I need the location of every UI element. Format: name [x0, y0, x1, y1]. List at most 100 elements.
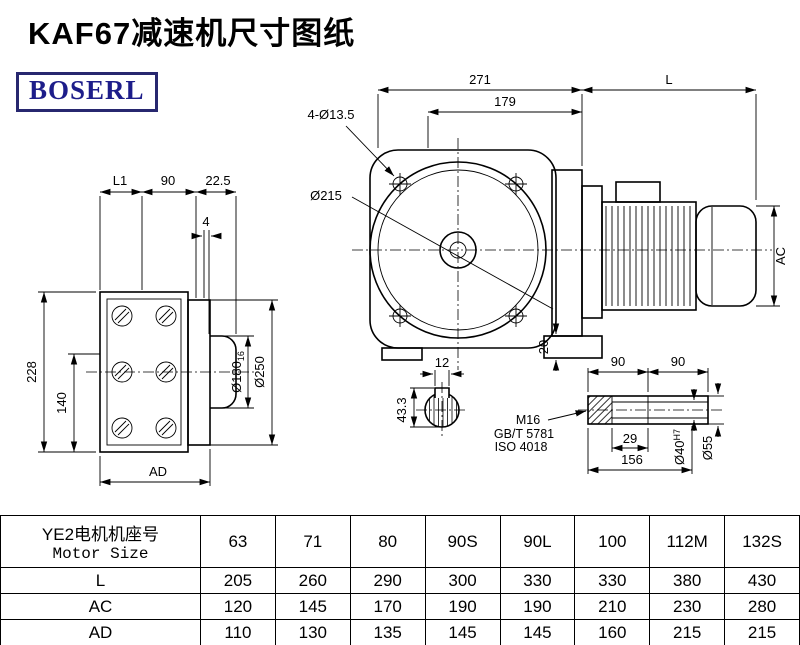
motor-size-100: 100	[574, 515, 651, 568]
motor-size-90L: 90L	[499, 515, 576, 568]
motor-size-112M: 112M	[649, 515, 726, 568]
diameter-line	[351, 196, 554, 310]
page-title: KAF67减速机尺寸图纸	[28, 16, 356, 51]
dim-bore-depth: 43.3	[394, 397, 409, 422]
shaft-section-view: 12 43.3	[394, 355, 468, 438]
header-line-cn: YE2电机机座号	[41, 525, 160, 544]
dim-271: 271	[469, 72, 491, 87]
gearbox-housing	[369, 149, 557, 349]
table-header-motor-size: YE2电机机座号 Motor Size	[0, 515, 201, 568]
bolt-boss	[111, 417, 133, 439]
dimension-table: YE2电机机座号 Motor Size 63 71 80 90S 90L 100…	[0, 515, 800, 645]
table-cell: 215	[724, 619, 800, 645]
dim-bolt-holes: 4-Ø13.5	[308, 107, 355, 122]
dim-AC: AC	[773, 247, 788, 265]
row-label-AD: AD	[0, 619, 201, 645]
table-cell: 130	[274, 619, 351, 645]
dim-179: 179	[494, 94, 516, 109]
dim-key-width: 12	[435, 355, 449, 370]
table-cell: 330	[499, 567, 576, 594]
table-cell: 280	[724, 593, 800, 620]
table-cell: 260	[274, 567, 351, 594]
front-view: 271 179 L 4-Ø13.5 Ø215 AC 20	[308, 72, 788, 371]
output-hub	[210, 335, 237, 409]
shaft-bore-circle	[449, 241, 467, 259]
output-flange-plate	[187, 299, 211, 446]
motor-size-71: 71	[274, 515, 351, 568]
standard-gb: GB/T 5781	[494, 427, 554, 441]
bolt-boss	[111, 305, 133, 327]
motor-size-90S: 90S	[424, 515, 501, 568]
table-cell: 145	[424, 619, 501, 645]
table-cell: 110	[200, 619, 276, 645]
dim-140: 140	[54, 392, 69, 414]
table-cell: 205	[200, 567, 276, 594]
shaft-detail-view: 90 90 M16 GB/T 5781 ISO 4018 29 156 Ø40H…	[494, 354, 724, 474]
housing-foot-right	[543, 335, 603, 359]
dim-4: 4	[202, 214, 209, 229]
leader-line	[547, 410, 587, 421]
housing-side-inner	[106, 298, 182, 446]
table-cell: 430	[724, 567, 800, 594]
table-cell: 120	[200, 593, 276, 620]
dim-90: 90	[161, 173, 175, 188]
table-cell: 170	[349, 593, 426, 620]
thread-hatch	[588, 396, 612, 424]
table-row-AC: AC 120 145 170 190 190 210 230 280	[0, 593, 800, 620]
dim-29: 29	[623, 431, 637, 446]
motor-size-80: 80	[349, 515, 426, 568]
dim-22-5: 22.5	[205, 173, 230, 188]
motor-body	[601, 201, 697, 311]
table-cell: 210	[574, 593, 651, 620]
motor-size-63: 63	[200, 515, 276, 568]
table-cell: 190	[424, 593, 501, 620]
table-cell: 290	[349, 567, 426, 594]
table-cell: 230	[649, 593, 726, 620]
dim-shaft-diameter: Ø55	[700, 436, 715, 461]
table-cell: 330	[574, 567, 651, 594]
brand-logo: BOSERL	[16, 72, 158, 112]
dim-20: 20	[536, 340, 551, 354]
dim-L1: L1	[113, 173, 127, 188]
dim-hub-diameter: Ø18016	[229, 351, 246, 393]
dim-228: 228	[24, 361, 39, 383]
housing-foot-left	[381, 347, 423, 361]
technical-drawing: 271 179 L 4-Ø13.5 Ø215 AC 20	[24, 72, 788, 486]
table-cell: 380	[649, 567, 726, 594]
dim-156: 156	[621, 452, 643, 467]
table-cell: 160	[574, 619, 651, 645]
motor-fan-cover	[695, 205, 757, 307]
dim-bore-diameter: Ø40H7	[672, 429, 687, 465]
table-cell: 135	[349, 619, 426, 645]
motor-adapter-plate	[581, 185, 603, 319]
flange-inner-circle	[377, 169, 539, 331]
table-row-AD: AD 110 130 135 145 145 160 215 215	[0, 619, 800, 645]
row-label-AC: AC	[0, 593, 201, 620]
table-cell: 300	[424, 567, 501, 594]
table-cell: 145	[274, 593, 351, 620]
dim-AD: AD	[149, 464, 167, 479]
dim-90-right: 90	[671, 354, 685, 369]
table-cell: 190	[499, 593, 576, 620]
motor-terminal-box	[615, 181, 661, 203]
side-view: L1 90 22.5 4 228 140 AD	[24, 173, 278, 486]
shaft-hole-circle	[439, 231, 477, 269]
row-label-L: L	[0, 567, 201, 594]
dim-90-left: 90	[611, 354, 625, 369]
bolt-boss	[155, 417, 177, 439]
dim-L: L	[665, 72, 672, 87]
bolt-boss	[155, 305, 177, 327]
flange-outer-circle	[369, 161, 547, 339]
leader-line	[345, 125, 395, 177]
standard-iso: ISO 4018	[495, 440, 548, 454]
dim-flange-diameter-side: Ø250	[252, 356, 267, 388]
header-line-en: Motor Size	[52, 545, 149, 563]
brand-logo-text: BOSERL	[29, 75, 145, 105]
thread-callout: M16	[516, 413, 540, 427]
table-cell: 145	[499, 619, 576, 645]
dim-flange-diameter: Ø215	[310, 188, 342, 203]
table-header-row: YE2电机机座号 Motor Size 63 71 80 90S 90L 100…	[0, 515, 800, 568]
motor-cooling-fins	[605, 206, 691, 306]
table-cell: 215	[649, 619, 726, 645]
